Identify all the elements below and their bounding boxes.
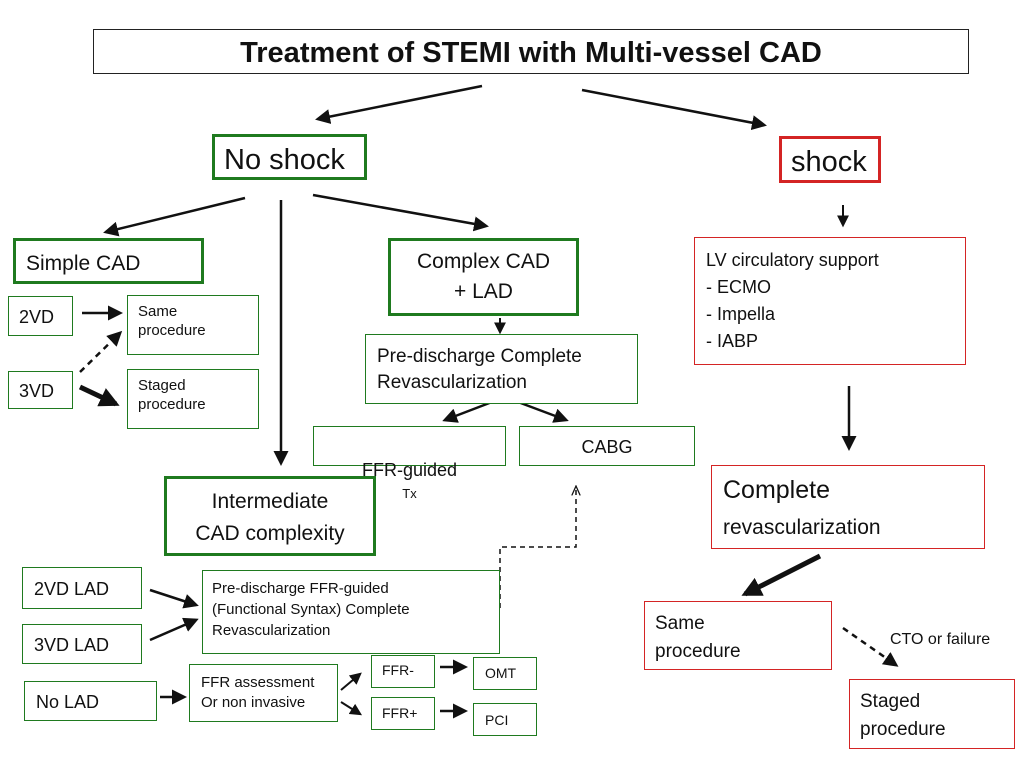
arrow-title-to-shock <box>581 88 767 131</box>
intermediate-box: Intermediate CAD complexity <box>164 476 376 556</box>
title-box: Treatment of STEMI with Multi-vessel CAD <box>93 29 969 74</box>
ffr-guided-text: FFR-guided Tx <box>314 436 505 504</box>
lv-support-box: LV circulatory support - ECMO - Impella … <box>694 237 966 365</box>
cabg-label: CABG <box>581 437 633 457</box>
no-lad-box: No LAD <box>24 681 157 721</box>
arrow-no-shock-to-simple <box>103 196 246 237</box>
ffr-plus-box: FFR+ <box>371 697 435 730</box>
staged-procedure-shock-label: Staged procedure <box>860 691 946 740</box>
arrow-3vd-to-staged <box>78 384 120 407</box>
ffr-guided-sub: Tx <box>402 486 417 501</box>
ffr-minus-box: FFR- <box>371 655 435 688</box>
ffr-assessment-box: FFR assessment Or non invasive <box>189 664 338 722</box>
shock-label: shock <box>791 146 867 178</box>
arrow-ffr-assessment-to-ffr-plus <box>340 701 363 716</box>
pre-discharge-complete-label: Pre-discharge Complete Revascularization <box>377 346 582 393</box>
two-vd-lad-label: 2VD LAD <box>34 579 110 599</box>
two-vd-lad-box: 2VD LAD <box>22 567 142 609</box>
arrow-pre-discharge-to-ffr <box>442 400 493 423</box>
arrow-title-to-no-shock <box>315 84 483 124</box>
staged-procedure-small-label: Staged procedure <box>138 377 206 413</box>
pci-label: PCI <box>485 712 509 728</box>
complex-cad-box: Complex CAD + LAD <box>388 238 579 316</box>
no-shock-box: No shock <box>212 134 367 180</box>
arrow-ffr-assessment-to-ffr-minus <box>340 672 362 691</box>
pci-box: PCI <box>473 703 537 736</box>
same-procedure-small-box: Same procedure <box>127 295 259 355</box>
ffr-minus-label: FFR- <box>382 662 414 678</box>
three-vd-box: 3VD <box>8 371 73 409</box>
complete-revasc-line1: Complete <box>723 476 830 504</box>
cto-or-failure-label: CTO or failure <box>890 631 991 648</box>
simple-cad-box: Simple CAD <box>13 238 204 284</box>
arrow-2vd-lad-to-pre-ffr <box>149 588 199 609</box>
omt-box: OMT <box>473 657 537 690</box>
cabg-box: CABG <box>519 426 695 466</box>
three-vd-label: 3VD <box>19 381 55 401</box>
arrow-same-to-staged-dashed <box>842 626 899 667</box>
pre-discharge-ffr-label: Pre-discharge FFR-guided (Functional Syn… <box>212 580 410 639</box>
intermediate-label: Intermediate CAD complexity <box>195 490 345 545</box>
three-vd-lad-box: 3VD LAD <box>22 624 142 664</box>
page-title: Treatment of STEMI with Multi-vessel CAD <box>240 37 822 69</box>
ffr-guided-box: FFR-guided Tx <box>313 426 506 501</box>
complete-revasc-line2: revascularization <box>723 516 881 539</box>
no-shock-label: No shock <box>224 144 345 176</box>
simple-cad-label: Simple CAD <box>26 252 141 275</box>
three-vd-lad-label: 3VD LAD <box>34 635 110 655</box>
same-procedure-small-label: Same procedure <box>138 303 206 339</box>
shock-box: shock <box>779 136 881 183</box>
same-procedure-shock-box: Same procedure <box>644 601 832 670</box>
arrow-complete-to-same <box>741 553 822 597</box>
two-vd-box: 2VD <box>8 296 73 336</box>
complete-revasc-box: Complete revascularization <box>711 465 985 549</box>
lv-support-label: LV circulatory support - ECMO - Impella … <box>706 250 879 351</box>
arrow-3vd-lad-to-pre-ffr <box>149 617 199 642</box>
arrow-pre-ffr-to-cabg-dashed <box>499 486 576 608</box>
no-lad-label: No LAD <box>36 692 100 712</box>
ffr-plus-label: FFR+ <box>382 705 418 721</box>
arrow-pre-discharge-to-cabg <box>517 400 569 423</box>
staged-procedure-shock-box: Staged procedure <box>849 679 1015 749</box>
omt-label: OMT <box>485 665 517 681</box>
ffr-assessment-label: FFR assessment Or non invasive <box>201 674 315 712</box>
staged-procedure-small-box: Staged procedure <box>127 369 259 429</box>
pre-discharge-complete-box: Pre-discharge Complete Revascularization <box>365 334 638 404</box>
arrow-no-shock-to-complex <box>312 193 489 232</box>
complex-cad-label: Complex CAD + LAD <box>416 250 551 304</box>
pre-discharge-ffr-box: Pre-discharge FFR-guided (Functional Syn… <box>202 570 500 654</box>
arrow-3vd-to-same-dashed <box>79 330 123 373</box>
two-vd-label: 2VD <box>19 307 55 327</box>
same-procedure-shock-label: Same procedure <box>655 613 741 662</box>
ffr-guided-label: FFR-guided <box>361 459 458 480</box>
